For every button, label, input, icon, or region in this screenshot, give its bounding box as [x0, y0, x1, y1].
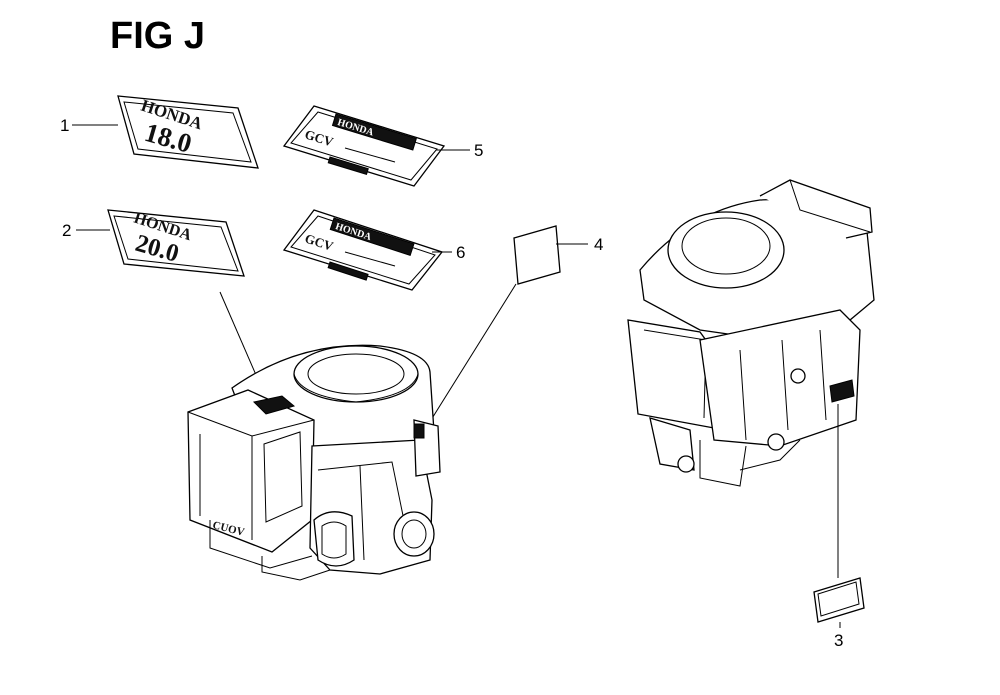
callout-2: 2 [62, 221, 71, 240]
callout-4: 4 [594, 235, 603, 254]
model-plate-6: HONDA GCV [282, 209, 444, 291]
emblem-plate-20: HONDA 20.0 [107, 209, 245, 277]
sticker-label-4 [513, 225, 561, 285]
sticker-label-3 [813, 577, 865, 623]
callout-3: 3 [834, 631, 843, 650]
engine-right [627, 179, 875, 487]
emblem-plate-18: HONDA 18.0 [117, 95, 259, 169]
model-plate-5: HONDA GCV [282, 105, 446, 187]
callout-6: 6 [456, 243, 465, 262]
callout-5: 5 [474, 141, 483, 160]
leader-line-4-to-engine [425, 283, 517, 429]
engine-left: CUOV [187, 344, 441, 581]
figure-title: FIG J [110, 15, 205, 57]
callout-1: 1 [60, 116, 69, 135]
